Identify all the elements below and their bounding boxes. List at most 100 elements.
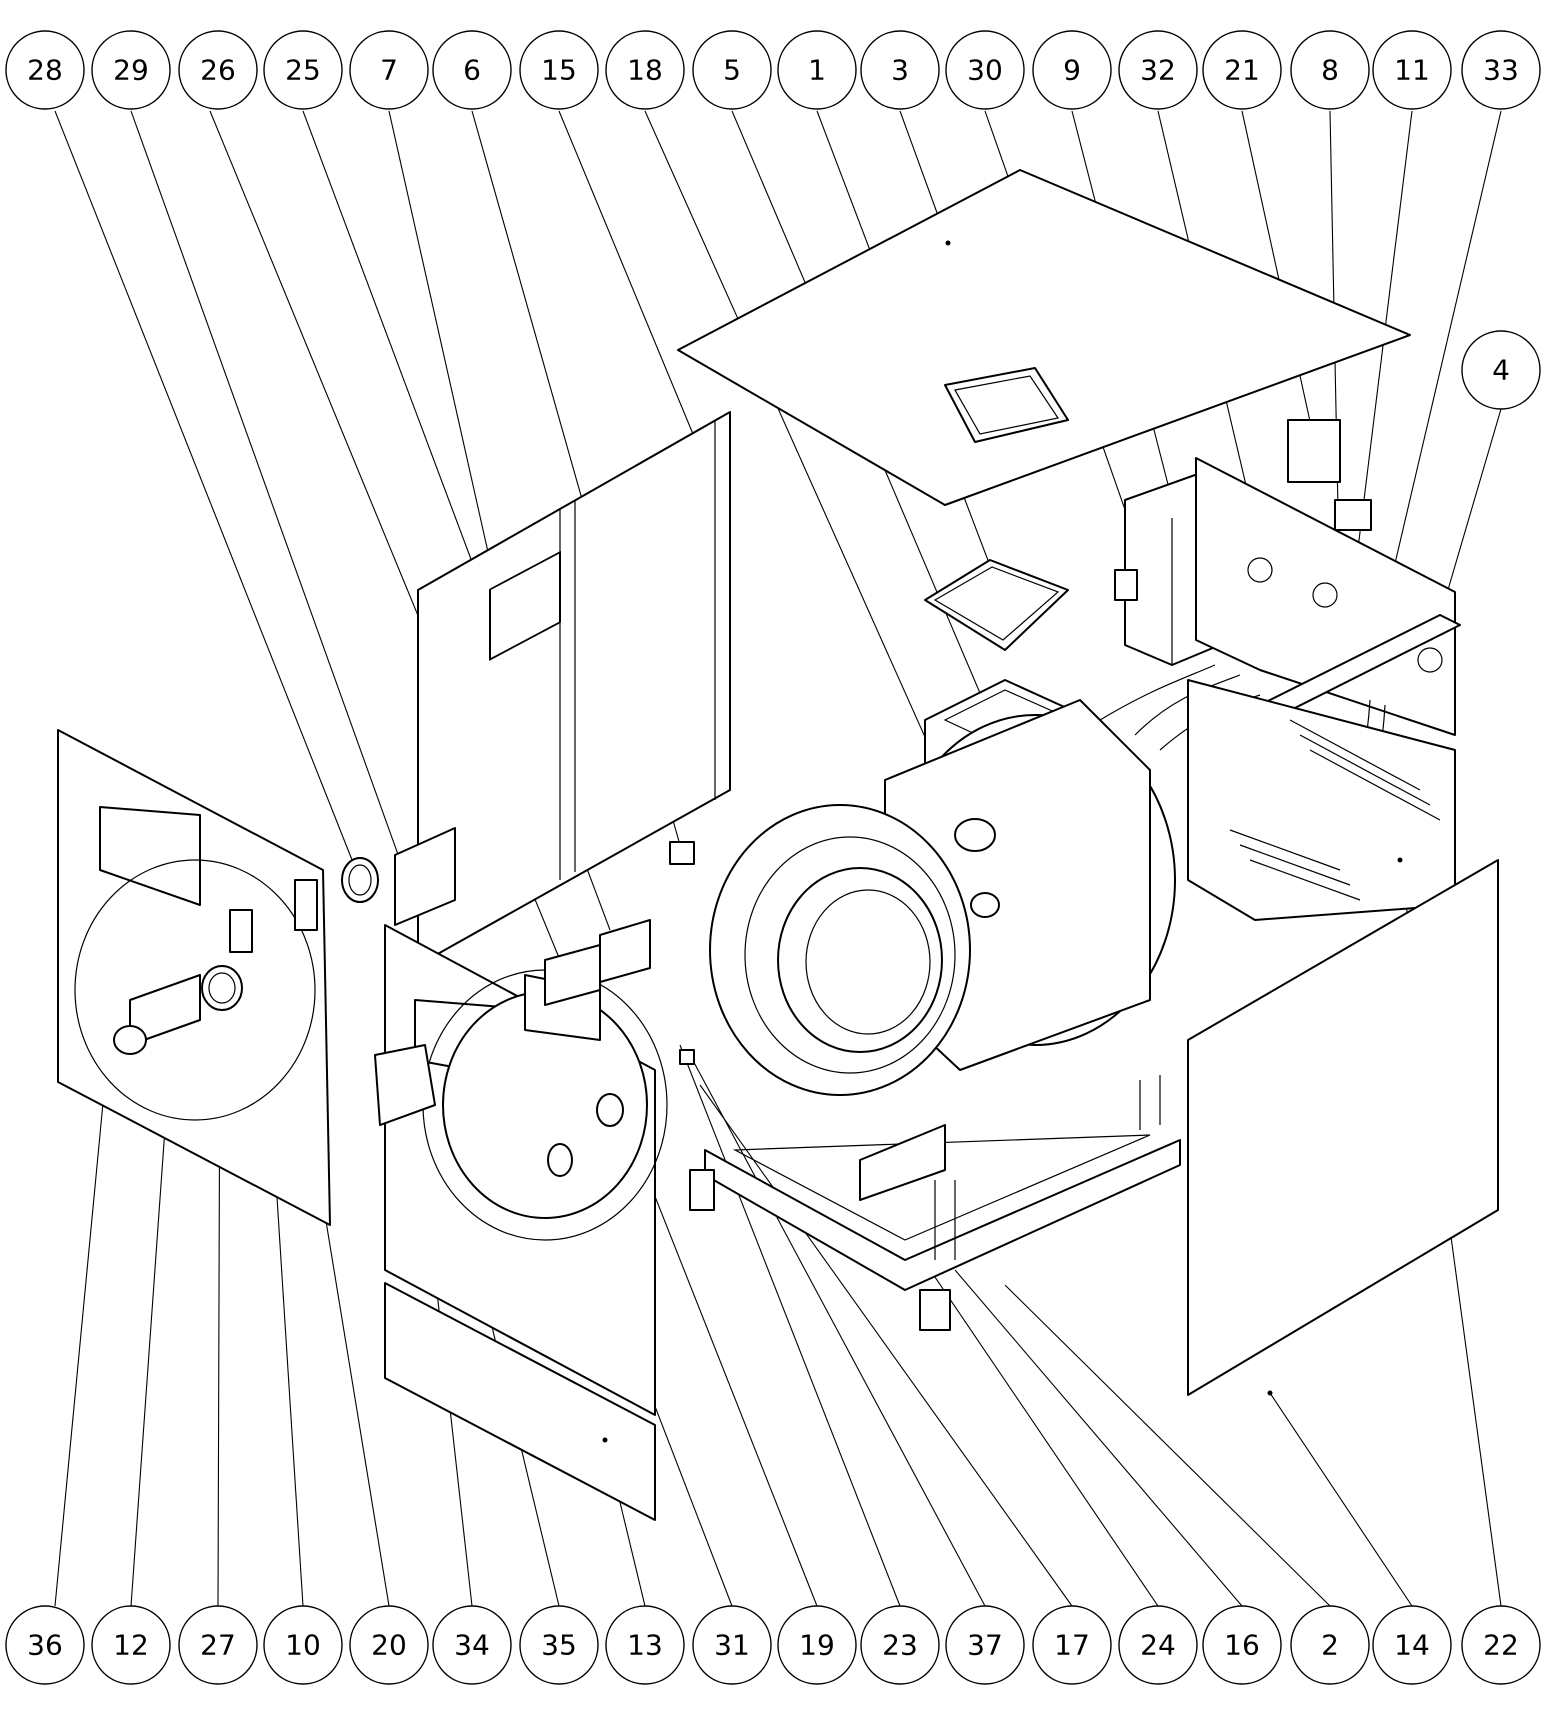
svg-text:26: 26 [200, 54, 236, 87]
callout-29: 29 [91, 30, 171, 110]
leader-20 [324, 1214, 390, 1607]
callout-24: 24 [1118, 1605, 1198, 1685]
leader-15 [558, 110, 711, 476]
callout-34: 34 [432, 1605, 512, 1685]
callout-3: 3 [860, 30, 940, 110]
callout-1: 1 [777, 30, 857, 110]
leader-4 [1444, 408, 1502, 601]
callout-19: 19 [777, 1605, 857, 1685]
callout-6: 6 [432, 30, 512, 110]
svg-text:21: 21 [1224, 54, 1260, 87]
leader-17 [699, 1084, 1073, 1607]
callout-12: 12 [91, 1605, 171, 1685]
front-bracket [394, 827, 456, 926]
callout-33: 33 [1461, 30, 1541, 110]
leader-23 [679, 1044, 901, 1607]
svg-text:18: 18 [627, 54, 663, 87]
rear-grill-panel [1187, 679, 1456, 921]
svg-text:13: 13 [627, 1629, 663, 1662]
right-side-panel [1187, 857, 1499, 1396]
callout-7: 7 [349, 30, 429, 110]
svg-text:25: 25 [285, 54, 321, 87]
svg-text:36: 36 [27, 1629, 63, 1662]
callout-9: 9 [1032, 30, 1112, 110]
svg-text:17: 17 [1054, 1629, 1090, 1662]
callout-16: 16 [1202, 1605, 1282, 1685]
callout-11: 11 [1372, 30, 1452, 110]
callout-10: 10 [263, 1605, 343, 1685]
callout-25: 25 [263, 30, 343, 110]
svg-text:29: 29 [113, 54, 149, 87]
callout-14: 14 [1372, 1605, 1452, 1685]
svg-text:16: 16 [1224, 1629, 1260, 1662]
callout-18: 18 [605, 30, 685, 110]
callout-31: 31 [692, 1605, 772, 1685]
svg-text:10: 10 [285, 1629, 321, 1662]
svg-text:24: 24 [1140, 1629, 1176, 1662]
svg-text:31: 31 [714, 1629, 750, 1662]
svg-text:5: 5 [723, 54, 741, 87]
callout-17: 17 [1032, 1605, 1112, 1685]
leader-16 [954, 1269, 1243, 1607]
callout-37: 37 [945, 1605, 1025, 1685]
valve-panel [1195, 419, 1461, 736]
callout-30: 30 [945, 30, 1025, 110]
svg-text:19: 19 [799, 1629, 835, 1662]
callout-35: 35 [519, 1605, 599, 1685]
callout-26: 26 [178, 30, 258, 110]
svg-text:14: 14 [1394, 1629, 1430, 1662]
leader-33 [1377, 110, 1502, 637]
machine-parts [57, 169, 1499, 1521]
svg-text:34: 34 [454, 1629, 490, 1662]
callout-20: 20 [349, 1605, 429, 1685]
hatch-plate [924, 559, 1069, 651]
callout-27: 27 [178, 1605, 258, 1685]
leader-2 [1004, 1284, 1331, 1607]
callout-36: 36 [5, 1605, 85, 1685]
electronic-modules [544, 919, 695, 1065]
svg-text:22: 22 [1483, 1629, 1519, 1662]
callout-21: 21 [1202, 30, 1282, 110]
svg-text:30: 30 [967, 54, 1003, 87]
top-panel [677, 169, 1411, 506]
svg-text:12: 12 [113, 1629, 149, 1662]
front-left-panel [57, 729, 331, 1226]
svg-text:8: 8 [1321, 54, 1339, 87]
svg-text:37: 37 [967, 1629, 1003, 1662]
drum-assembly [709, 699, 1176, 1096]
svg-text:32: 32 [1140, 54, 1176, 87]
callout-23: 23 [860, 1605, 940, 1685]
leader-14 [1269, 1392, 1413, 1607]
callout-2: 2 [1290, 1605, 1370, 1685]
callout-28: 28 [5, 30, 85, 110]
leader-24 [919, 1254, 1159, 1607]
svg-text:23: 23 [882, 1629, 918, 1662]
svg-text:15: 15 [541, 54, 577, 87]
svg-text:3: 3 [891, 54, 909, 87]
svg-text:28: 28 [27, 54, 63, 87]
svg-text:33: 33 [1483, 54, 1519, 87]
leader-29 [130, 110, 401, 861]
callout-32: 32 [1118, 30, 1198, 110]
svg-text:11: 11 [1394, 54, 1430, 87]
svg-text:27: 27 [200, 1629, 236, 1662]
callout-22: 22 [1461, 1605, 1541, 1685]
svg-text:35: 35 [541, 1629, 577, 1662]
svg-text:9: 9 [1063, 54, 1081, 87]
callout-4: 4 [1461, 330, 1541, 410]
leader-21 [1241, 110, 1314, 436]
callout-labels: 28 29 26 25 7 6 15 18 5 1 3 30 9 32 21 8… [5, 30, 1541, 1685]
svg-text:2: 2 [1321, 1629, 1339, 1662]
callout-5: 5 [692, 30, 772, 110]
svg-text:4: 4 [1492, 354, 1510, 387]
door-seal-ring [341, 857, 379, 903]
svg-text:7: 7 [380, 54, 398, 87]
svg-text:1: 1 [808, 54, 826, 87]
rear-panel [417, 411, 731, 966]
svg-text:20: 20 [371, 1629, 407, 1662]
front-panel [374, 924, 668, 1416]
callout-15: 15 [519, 30, 599, 110]
svg-text:6: 6 [463, 54, 481, 87]
leader-28 [54, 110, 361, 881]
